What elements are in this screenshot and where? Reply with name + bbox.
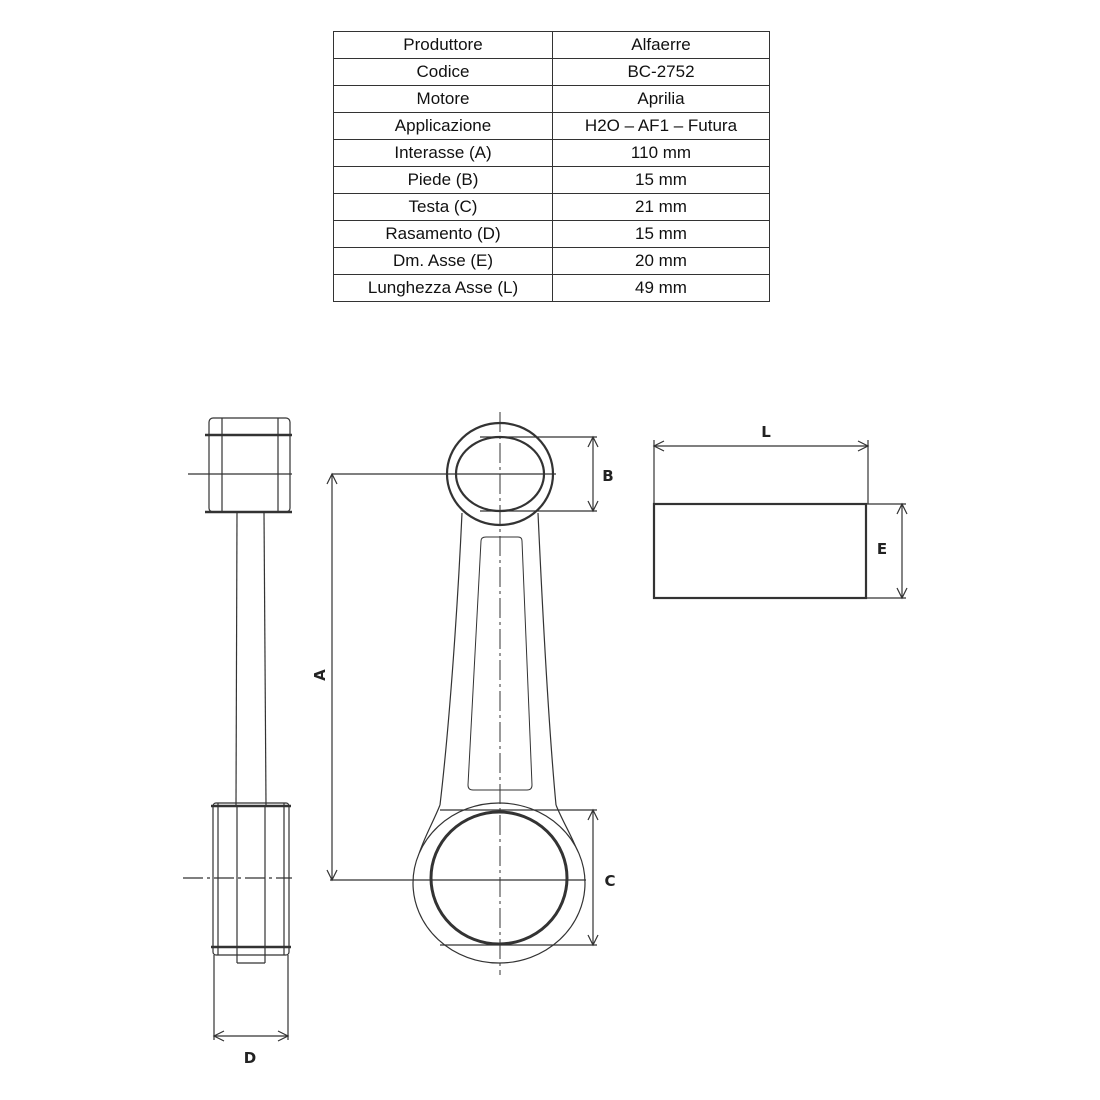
row-label: Motore <box>333 85 553 113</box>
dimension-label-d: D <box>244 1049 256 1067</box>
row-value: 15 mm <box>552 166 770 194</box>
pin-view <box>652 440 908 600</box>
table-row: Piede (B)15 mm <box>333 166 770 194</box>
row-label: Piede (B) <box>333 166 553 194</box>
row-value: Alfaerre <box>552 31 770 59</box>
dimension-label-l: L <box>761 423 771 441</box>
row-label: Lunghezza Asse (L) <box>333 274 553 302</box>
dimension-label-a: A <box>311 669 329 681</box>
row-value: 21 mm <box>552 193 770 221</box>
dimension-label-c: C <box>604 872 615 890</box>
dimension-label-e: E <box>877 540 887 558</box>
front-view <box>326 412 599 975</box>
row-label: Interasse (A) <box>333 139 553 167</box>
table-row: Testa (C)21 mm <box>333 193 770 221</box>
row-value: Aprilia <box>552 85 770 113</box>
side-view <box>183 417 292 1042</box>
row-label: Applicazione <box>333 112 553 140</box>
row-label: Rasamento (D) <box>333 220 553 248</box>
table-row: Interasse (A)110 mm <box>333 139 770 167</box>
row-value: 15 mm <box>552 220 770 248</box>
row-label: Produttore <box>333 31 553 59</box>
row-value: H2O – AF1 – Futura <box>552 112 770 140</box>
row-value: 110 mm <box>552 139 770 167</box>
table-row: Rasamento (D)15 mm <box>333 220 770 248</box>
dimension-label-b: B <box>602 467 613 485</box>
row-value: 49 mm <box>552 274 770 302</box>
table-row: Lunghezza Asse (L)49 mm <box>333 274 770 302</box>
row-label: Testa (C) <box>333 193 553 221</box>
table-row: Dm. Asse (E)20 mm <box>333 247 770 275</box>
row-value: BC-2752 <box>552 58 770 86</box>
row-label: Dm. Asse (E) <box>333 247 553 275</box>
